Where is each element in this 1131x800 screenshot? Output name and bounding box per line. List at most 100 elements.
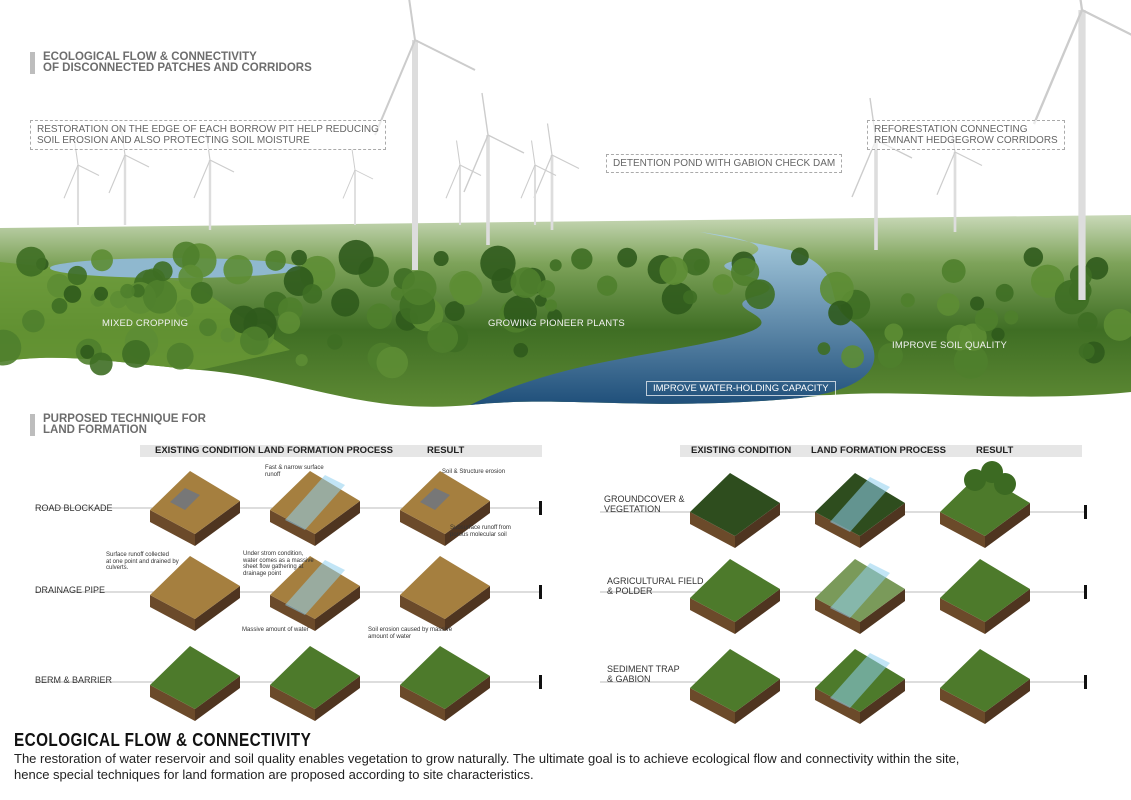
tree: [152, 261, 173, 282]
callout-borrow-pit: RESTORATION ON THE EDGE OF EACH BORROW P…: [30, 120, 386, 150]
block-side: [445, 586, 490, 631]
tree: [534, 294, 547, 307]
left-column-headers: EXISTING CONDITION LAND FORMATION PROCES…: [140, 445, 542, 457]
tree: [223, 255, 253, 285]
block-top: [270, 646, 360, 709]
row-sediment-trap: SEDIMENT TRAP& GABION: [607, 664, 680, 684]
turbine-blade: [77, 164, 100, 176]
tree: [790, 247, 809, 266]
block-side: [270, 685, 315, 721]
terrain-block: [150, 556, 240, 631]
tree: [1077, 312, 1098, 333]
tree: [444, 301, 465, 322]
turbine-blade: [124, 154, 150, 168]
callout-line: REFORESTATION CONNECTING: [874, 124, 1028, 135]
tree: [547, 309, 563, 325]
block-side: [400, 685, 445, 721]
turbine-blade: [193, 159, 211, 199]
row-end-marker: [539, 501, 542, 515]
note-line: water comes as a massive: [243, 557, 314, 564]
block-side: [315, 676, 360, 721]
tree: [970, 296, 985, 311]
tree: [946, 324, 973, 351]
turbine-blade: [534, 164, 557, 176]
terrain-block: [940, 559, 1030, 634]
terrain-block: [400, 471, 490, 546]
footer-line1: The restoration of water reservoir and s…: [14, 751, 960, 766]
turbine-blade: [455, 140, 461, 166]
tree: [91, 249, 113, 272]
tree: [1078, 343, 1095, 360]
land-formation-blocks: [150, 461, 1030, 724]
tree: [229, 305, 258, 334]
road-strip: [420, 488, 450, 510]
turbine-blade: [533, 154, 553, 198]
block-side: [815, 688, 860, 724]
tree: [433, 250, 449, 267]
block-side: [940, 512, 985, 548]
turbine-blade: [1081, 8, 1131, 36]
block-top: [150, 646, 240, 709]
tree: [513, 342, 529, 358]
tree: [503, 295, 538, 329]
block-side: [940, 598, 985, 634]
block-side: [985, 679, 1030, 724]
note-line: Surface runoff collected: [106, 552, 169, 558]
turbine-blade: [551, 154, 580, 170]
block-side: [195, 586, 240, 631]
block-side: [690, 598, 735, 634]
row-end-marker: [539, 675, 542, 689]
tree: [953, 344, 988, 379]
road-strip: [170, 488, 200, 510]
block-side: [815, 598, 860, 634]
tree: [1023, 247, 1044, 267]
terrain-block: [690, 559, 780, 634]
note-line: Subsurface runoff from: [450, 525, 511, 531]
turbine-blade: [351, 148, 356, 171]
row-road-blockade: ROAD BLOCKADE: [35, 503, 113, 513]
right-column-headers: EXISTING CONDITION LAND FORMATION PROCES…: [680, 445, 1082, 457]
tree: [1103, 308, 1131, 341]
tree: [994, 473, 1016, 495]
terrain-block: [400, 556, 490, 631]
note-line: Soil erosion caused by massive: [368, 627, 453, 633]
header-line2: OF DISCONNECTED PATCHES AND CORRIDORS: [43, 62, 312, 74]
col-process: LAND FORMATION PROCESS: [811, 445, 946, 456]
block-side: [815, 512, 860, 548]
tree: [571, 248, 593, 270]
tree: [80, 344, 95, 359]
water-flow-arrow: [285, 560, 345, 615]
block-top: [400, 471, 490, 534]
terrain-block: [270, 646, 360, 721]
col-result: RESULT: [427, 445, 465, 456]
turbine-blade: [1032, 9, 1084, 125]
row-end-marker: [1084, 675, 1087, 689]
tree: [1030, 264, 1065, 298]
tree: [220, 327, 236, 343]
row-line: AGRICULTURAL FIELD: [607, 576, 704, 586]
row-line: GROUNDCOVER &: [604, 494, 685, 504]
tree: [51, 298, 68, 314]
turbine-blade: [1079, 0, 1084, 11]
tree: [974, 307, 999, 332]
row-berm-barrier: BERM & BARRIER: [35, 675, 113, 685]
block-side: [860, 589, 905, 634]
turbine-blade: [408, 0, 416, 41]
note-line: culverts.: [106, 565, 129, 571]
row-drainage-pipe: DRAINAGE PIPE: [35, 585, 106, 595]
callout-reforestation: REFORESTATION CONNECTING REMNANT HEDGEGR…: [867, 120, 1065, 150]
label-soil-quality: IMPROVE SOIL QUALITY: [892, 340, 1008, 351]
tree: [995, 283, 1014, 302]
wind-turbine: [520, 140, 557, 225]
row-line: VEGETATION: [604, 504, 661, 514]
block-side: [195, 501, 240, 546]
tree: [936, 293, 960, 316]
terrain-block: [940, 649, 1030, 724]
tree: [22, 309, 45, 333]
block-side: [400, 510, 445, 546]
terrain-block: [150, 471, 240, 546]
row-line: & GABION: [607, 674, 651, 684]
block-side: [940, 688, 985, 724]
tree: [89, 352, 113, 376]
